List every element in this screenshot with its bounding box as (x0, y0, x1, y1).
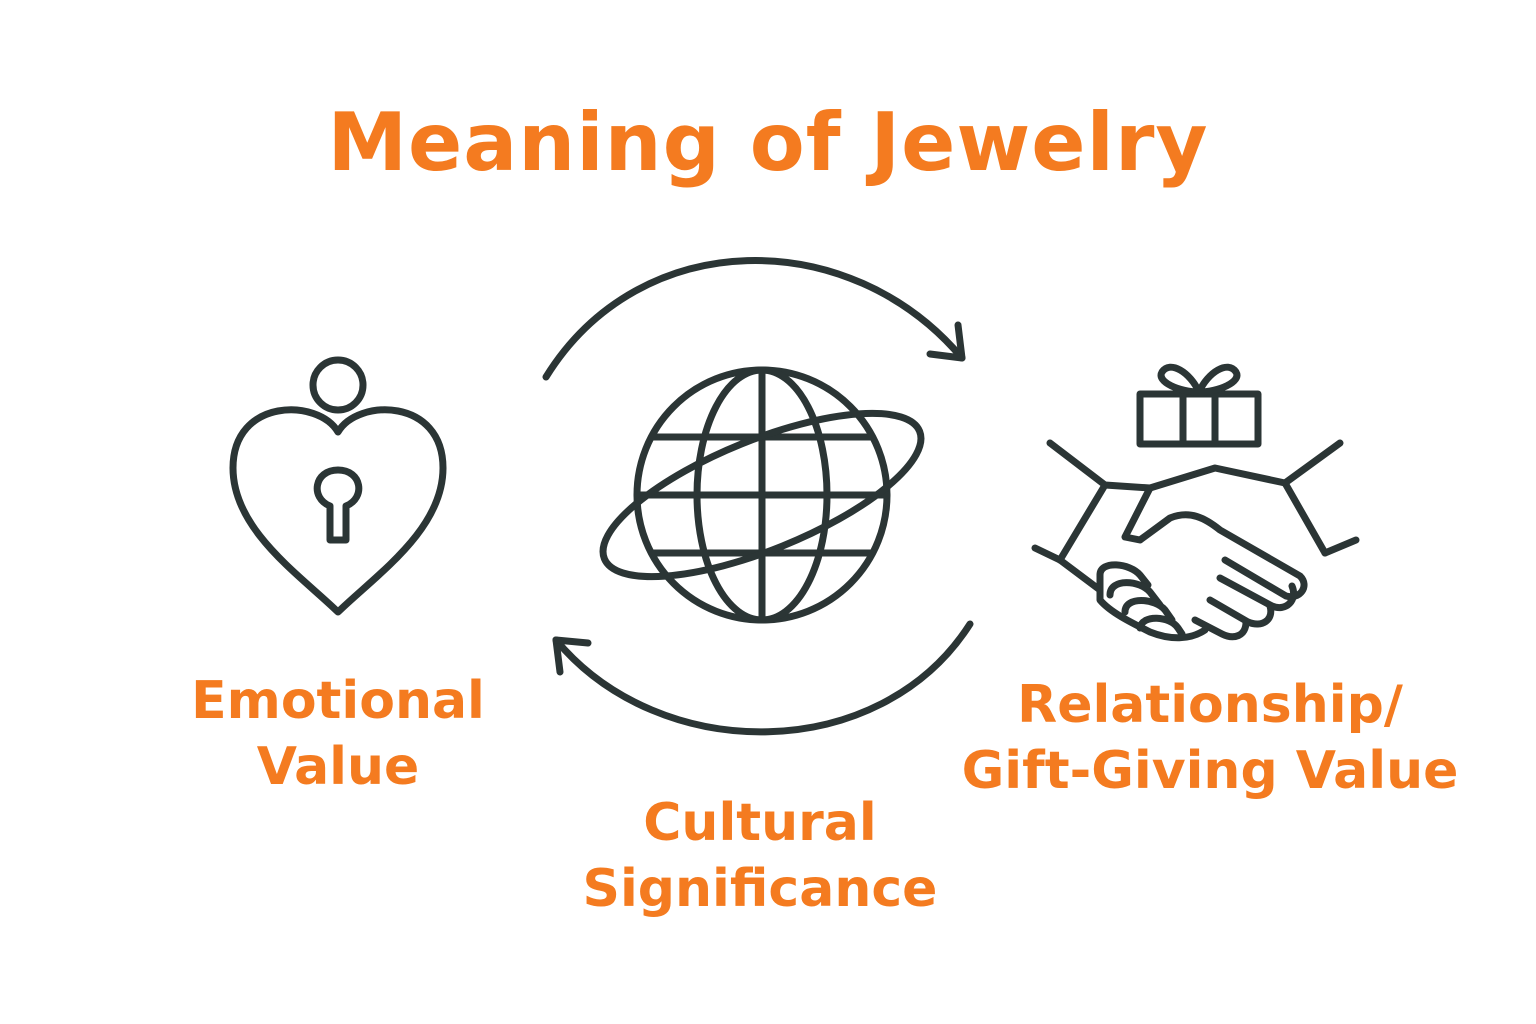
keyhole-icon (313, 466, 363, 544)
label-line: Emotional (191, 671, 485, 731)
label-line: Cultural (643, 793, 877, 853)
cycle-arrow-bottom-icon (552, 620, 974, 736)
label-relationship-value: Relationship/ Gift-Giving Value (930, 672, 1490, 804)
cycle-arrow-top-icon (542, 257, 966, 381)
globe-orbit-icon (599, 366, 925, 624)
handshake-icon (1031, 439, 1360, 642)
label-line: Value (256, 737, 420, 797)
heart-outline-icon (229, 406, 447, 616)
page-title: Meaning of Jewelry (327, 96, 1209, 189)
pendant-bail-icon (309, 356, 367, 414)
gift-icon (1136, 363, 1262, 448)
label-line: Gift-Giving Value (961, 741, 1459, 801)
label-cultural-significance: Cultural Significance (520, 790, 1000, 922)
label-line: Significance (582, 859, 938, 919)
orbit-ring-icon (599, 409, 925, 581)
label-emotional-value: Emotional Value (138, 668, 538, 800)
label-line: Relationship/ (1017, 675, 1403, 735)
bow-icon (1157, 363, 1241, 396)
heart-lock-icon (229, 356, 447, 616)
